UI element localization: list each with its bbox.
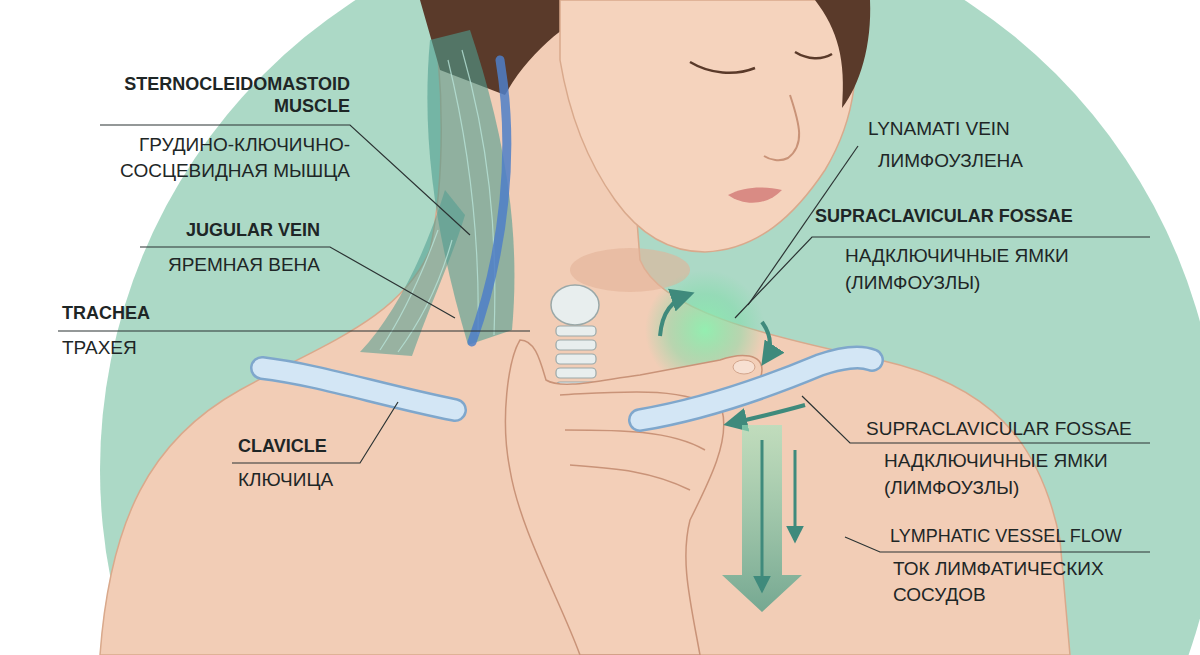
- body-skin: [100, 0, 1070, 655]
- part-name-en: LYNAMATI VEIN: [868, 118, 1010, 141]
- background-circle: [100, 0, 1200, 655]
- hand: [505, 340, 762, 655]
- clavicle: [640, 358, 872, 420]
- part-name-en: SUPRACLAVICULAR FOSSAE: [866, 418, 1132, 441]
- part-name-ru: ГРУДИНО-КЛЮЧИЧНО- СОСЦЕВИДНАЯ МЫШЦА: [70, 132, 350, 183]
- clavicle: [640, 358, 872, 420]
- flow-arrow-big: [722, 425, 802, 612]
- closed-eye: [795, 52, 832, 58]
- lips: [728, 187, 782, 202]
- part-name-en: LYMPHATIC VESSEL FLOW: [890, 526, 1122, 548]
- hair: [815, 0, 870, 108]
- flow-arrow: [794, 450, 797, 540]
- part-name-en: SUPRACLAVICULAR FOSSAE: [815, 206, 1073, 228]
- part-name-ru: ТРАХЕЯ: [62, 337, 137, 360]
- flow-arrow: [762, 322, 770, 362]
- flow-arrow: [660, 294, 690, 336]
- part-name-ru: ЯРЕМНАЯ ВЕНА: [80, 254, 320, 277]
- part-name-ru: НАДКЛЮЧИЧНЫЕ ЯМКИ (ЛИМФОУЗЛЫ): [884, 448, 1164, 501]
- flow-arrow: [761, 440, 764, 590]
- part-name-en: STERNOCLEIDOMASTOID MUSCLE: [70, 74, 350, 117]
- part-name-en: TRACHEA: [62, 303, 150, 325]
- jugular-vein: [472, 60, 507, 342]
- fingernail: [733, 360, 755, 374]
- part-name-en: CLAVICLE: [238, 436, 327, 458]
- part-name-ru: НАДКЛЮЧИЧНЫЕ ЯМКИ (ЛИМФОУЗЛЫ): [845, 243, 1145, 296]
- part-name-ru: КЛЮЧИЦА: [238, 469, 333, 492]
- part-name-en: JUGULAR VEIN: [80, 220, 320, 242]
- larynx: [551, 285, 599, 325]
- clavicle: [262, 368, 455, 410]
- closed-eye: [690, 62, 755, 73]
- flow-arrow: [728, 405, 805, 424]
- part-name-ru: ТОК ЛИМФАТИЧЕСКИХ СОСУДОВ: [893, 556, 1153, 607]
- clavicle: [262, 368, 455, 410]
- nose: [764, 95, 799, 160]
- part-name-ru: ЛИМФОУЗЛЕНА: [878, 150, 1023, 173]
- muscle-fibres: [380, 50, 495, 352]
